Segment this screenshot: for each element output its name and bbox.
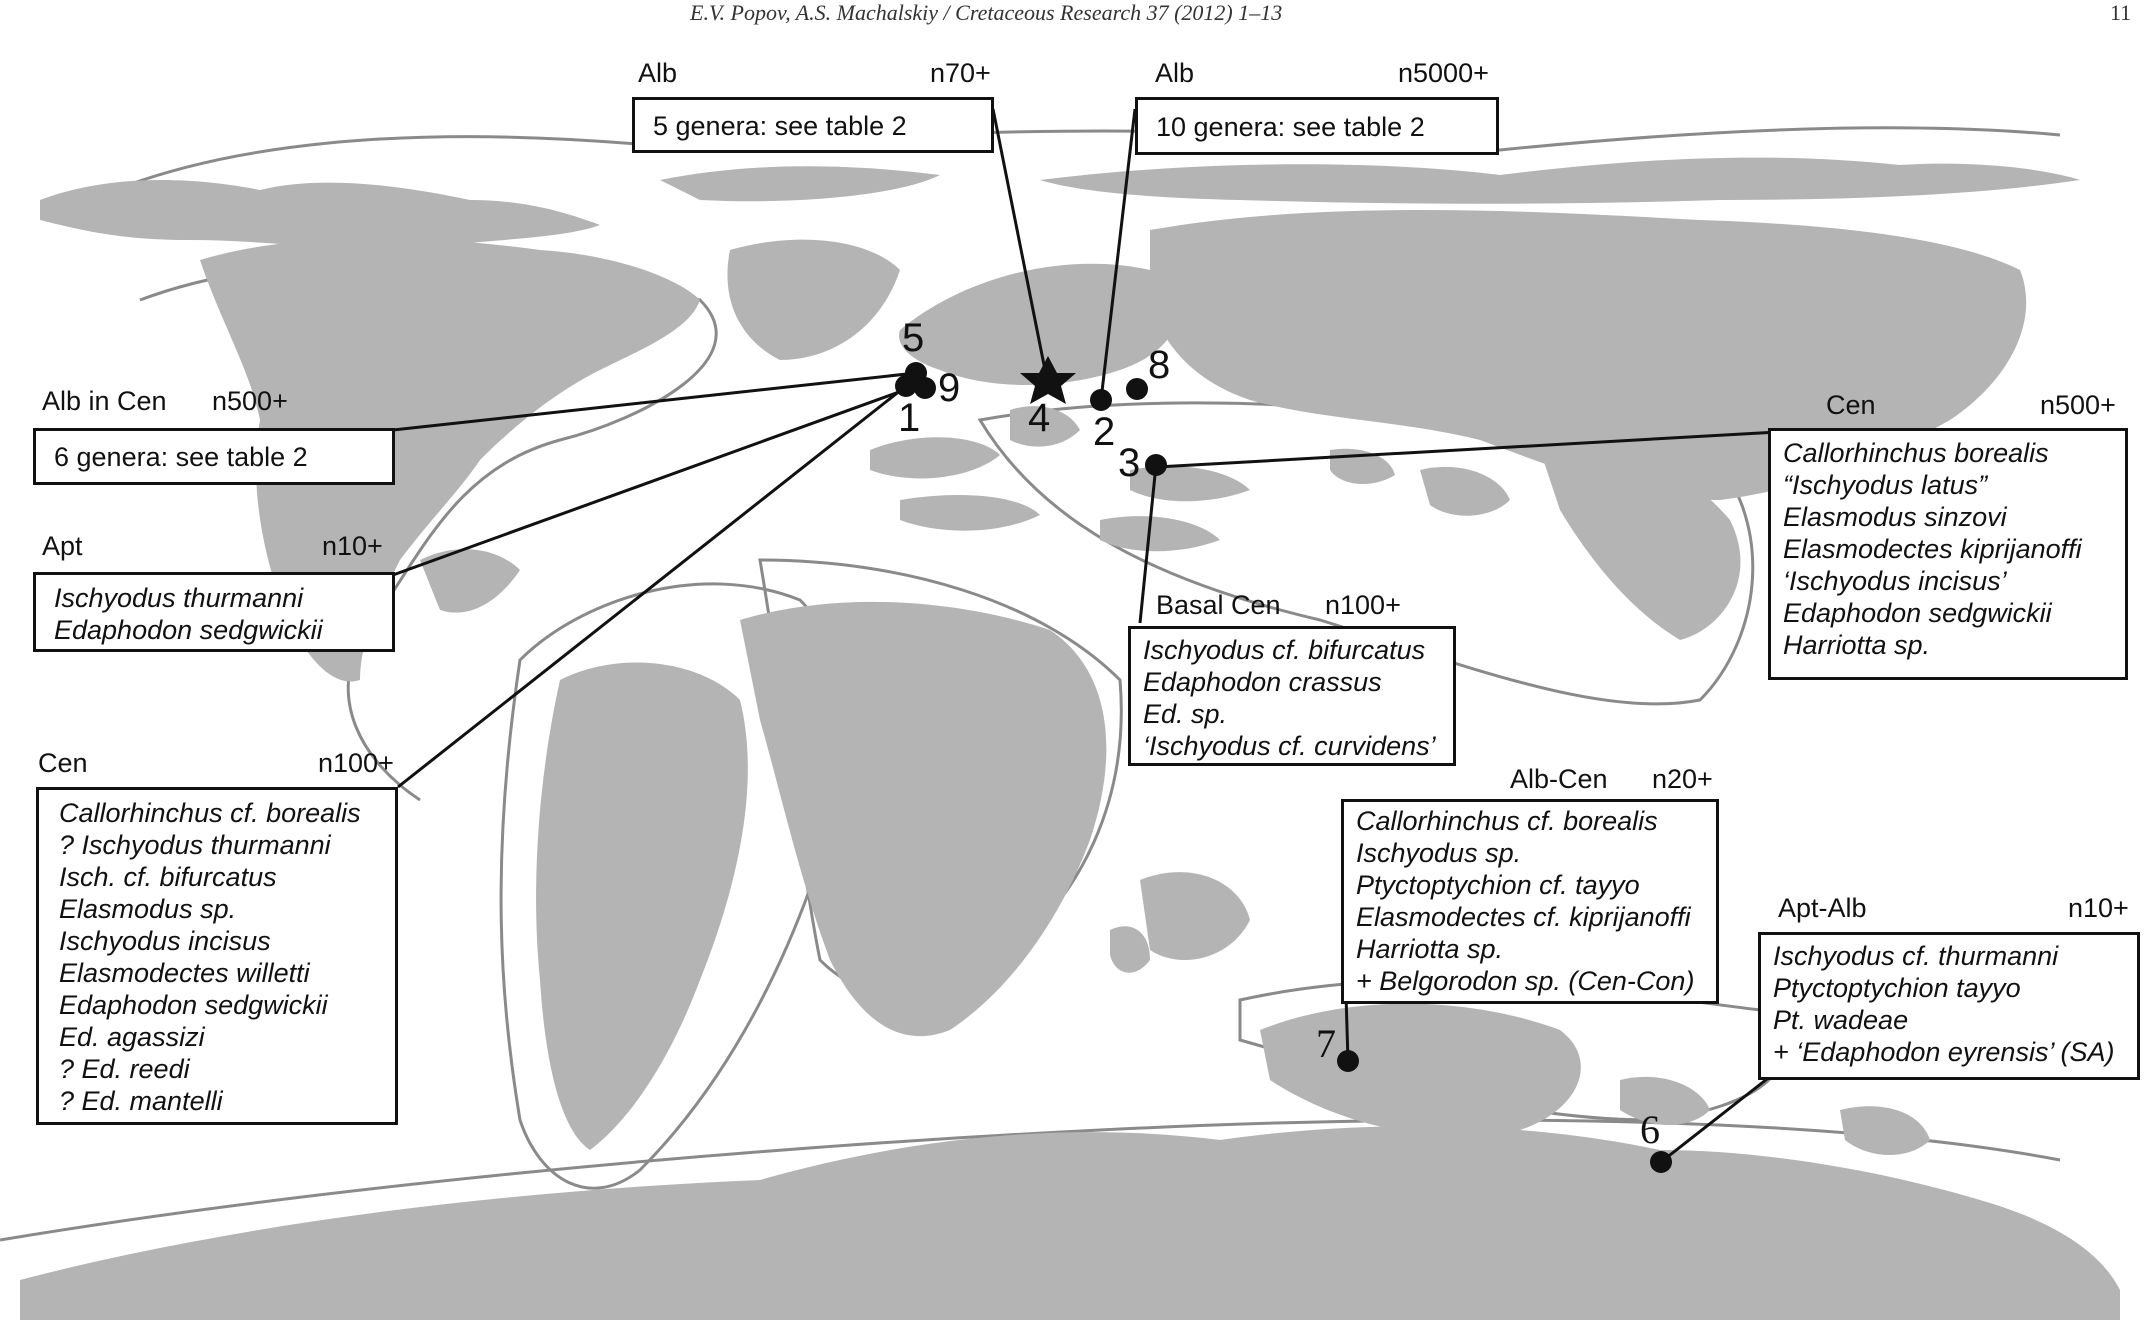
taxon-line: Ed. agassizi bbox=[59, 1022, 205, 1052]
land-masses bbox=[20, 157, 2120, 1320]
site-label-3: 3 bbox=[1118, 441, 1141, 485]
box-alb-right-age: Alb bbox=[1155, 58, 1195, 88]
box-cen-left-age: Cen bbox=[38, 748, 88, 778]
site-dot-2 bbox=[1090, 389, 1112, 411]
box-apt-count: n10+ bbox=[322, 531, 383, 561]
taxon-line: Edaphodon sedgwickii bbox=[1783, 598, 2052, 628]
running-title: E.V. Popov, A.S. Machalskiy / Cretaceous… bbox=[690, 0, 1283, 25]
box-alb-cen: Callorhinchus cf. borealis Ischyodus sp.… bbox=[1341, 799, 1719, 1004]
taxon-line: Harriotta sp. bbox=[1356, 934, 1504, 964]
site-label-7: 7 bbox=[1316, 1021, 1336, 1066]
taxon-line: ? Ed. mantelli bbox=[59, 1086, 223, 1116]
site-dot-9 bbox=[914, 377, 936, 399]
box-alb-left: 5 genera: see table 2 bbox=[632, 97, 994, 153]
box-cen-right: Callorhinchus borealis “Ischyodus latus”… bbox=[1768, 428, 2128, 680]
taxon-line: Isch. cf. bifurcatus bbox=[59, 862, 277, 892]
site-label-8: 8 bbox=[1148, 343, 1171, 387]
box-cen-right-age: Cen bbox=[1826, 390, 1876, 420]
box-alb-right: 10 genera: see table 2 bbox=[1135, 97, 1499, 155]
page-number: 11 bbox=[2110, 0, 2132, 25]
taxon-line: “Ischyodus latus” bbox=[1783, 470, 1988, 500]
taxon-line: Ed. sp. bbox=[1143, 699, 1228, 729]
box-basal-cen-count: n100+ bbox=[1325, 590, 1401, 620]
taxon-line: Edaphodon sedgwickii bbox=[54, 615, 323, 645]
taxon-line: Ptyctoptychion tayyo bbox=[1773, 973, 2021, 1003]
leader-lines bbox=[392, 108, 1779, 1164]
box-cen-left-count: n100+ bbox=[318, 748, 394, 778]
box-alb-left-age: Alb bbox=[638, 58, 678, 88]
taxon-line: Ptyctoptychion cf. tayyo bbox=[1356, 870, 1640, 900]
box-apt-alb-age: Apt-Alb bbox=[1778, 893, 1867, 923]
taxon-line: Elasmodus sinzovi bbox=[1783, 502, 2007, 532]
site-label-4: 4 bbox=[1028, 396, 1051, 440]
taxon-line: Edaphodon sedgwickii bbox=[59, 990, 328, 1020]
box-alb-cen-count: n20+ bbox=[1652, 764, 1713, 794]
box-cen-left: Callorhinchus cf. borealis ? Ischyodus t… bbox=[36, 787, 398, 1125]
site-dot-7 bbox=[1337, 1050, 1359, 1072]
box-basal-cen-age: Basal Cen bbox=[1156, 590, 1281, 620]
taxon-line: ? Ischyodus thurmanni bbox=[59, 830, 331, 860]
site-dot-3 bbox=[1145, 454, 1167, 476]
taxon-line: Ischyodus sp. bbox=[1356, 838, 1522, 868]
taxon-line: Pt. wadeae bbox=[1773, 1005, 1909, 1035]
box-basal-cen: Ischyodus cf. bifurcatus Edaphodon crass… bbox=[1128, 626, 1456, 766]
taxon-line: Ischyodus cf. bifurcatus bbox=[1143, 635, 1426, 665]
box-alb-in-cen: 6 genera: see table 2 bbox=[33, 428, 395, 485]
box-alb-right-count: n5000+ bbox=[1398, 58, 1489, 88]
taxon-line: + ‘Edaphodon eyrensis’ (SA) bbox=[1773, 1037, 2115, 1067]
box-alb-left-line: 5 genera: see table 2 bbox=[653, 111, 907, 141]
taxon-line: + Belgorodon sp. (Cen-Con) bbox=[1356, 966, 1695, 996]
taxon-line: Elasmodectes willetti bbox=[59, 958, 310, 988]
box-apt-alb-count: n10+ bbox=[2068, 893, 2129, 923]
site-star-4 bbox=[1020, 356, 1076, 404]
box-alb-in-cen-count: n500+ bbox=[212, 386, 288, 416]
box-alb-right-line: 10 genera: see table 2 bbox=[1156, 112, 1425, 142]
taxon-line: ‘Ischyodus cf. curvidens’ bbox=[1143, 731, 1436, 761]
box-apt: Ischyodus thurmanni Edaphodon sedgwickii bbox=[33, 572, 395, 652]
box-alb-left-count: n70+ bbox=[930, 58, 991, 88]
box-apt-age: Apt bbox=[42, 531, 83, 561]
taxon-line: Elasmodus sp. bbox=[59, 894, 237, 924]
taxon-line: ‘Ischyodus incisus’ bbox=[1783, 566, 2007, 596]
box-alb-in-cen-line: 6 genera: see table 2 bbox=[54, 442, 308, 472]
taxon-line: Callorhinchus borealis bbox=[1783, 438, 2049, 468]
box-alb-in-cen-age: Alb in Cen bbox=[42, 386, 167, 416]
taxon-line: Ischyodus thurmanni bbox=[54, 583, 304, 613]
taxon-line: Callorhinchus cf. borealis bbox=[59, 798, 361, 828]
taxon-line: Callorhinchus cf. borealis bbox=[1356, 806, 1658, 836]
taxon-line: Ischyodus incisus bbox=[59, 926, 271, 956]
box-alb-cen-age: Alb-Cen bbox=[1510, 764, 1608, 794]
box-apt-alb: Ischyodus cf. thurmanni Ptyctoptychion t… bbox=[1758, 932, 2140, 1080]
locality-markers bbox=[895, 356, 1672, 1173]
site-dot-6 bbox=[1650, 1151, 1672, 1173]
site-label-1: 1 bbox=[898, 396, 921, 440]
site-label-9: 9 bbox=[938, 366, 961, 410]
taxon-line: ? Ed. reedi bbox=[59, 1054, 190, 1084]
taxon-line: Elasmodectes cf. kiprijanoffi bbox=[1356, 902, 1691, 932]
taxon-line: Edaphodon crassus bbox=[1143, 667, 1382, 697]
taxon-line: Harriotta sp. bbox=[1783, 630, 1931, 660]
taxon-line: Ischyodus cf. thurmanni bbox=[1773, 941, 2059, 971]
box-cen-right-count: n500+ bbox=[2040, 390, 2116, 420]
taxon-line: Elasmodectes kiprijanoffi bbox=[1783, 534, 2082, 564]
site-label-2: 2 bbox=[1093, 410, 1116, 454]
site-dot-8 bbox=[1126, 378, 1148, 400]
site-label-6: 6 bbox=[1640, 1107, 1660, 1152]
site-label-5: 5 bbox=[902, 316, 925, 360]
